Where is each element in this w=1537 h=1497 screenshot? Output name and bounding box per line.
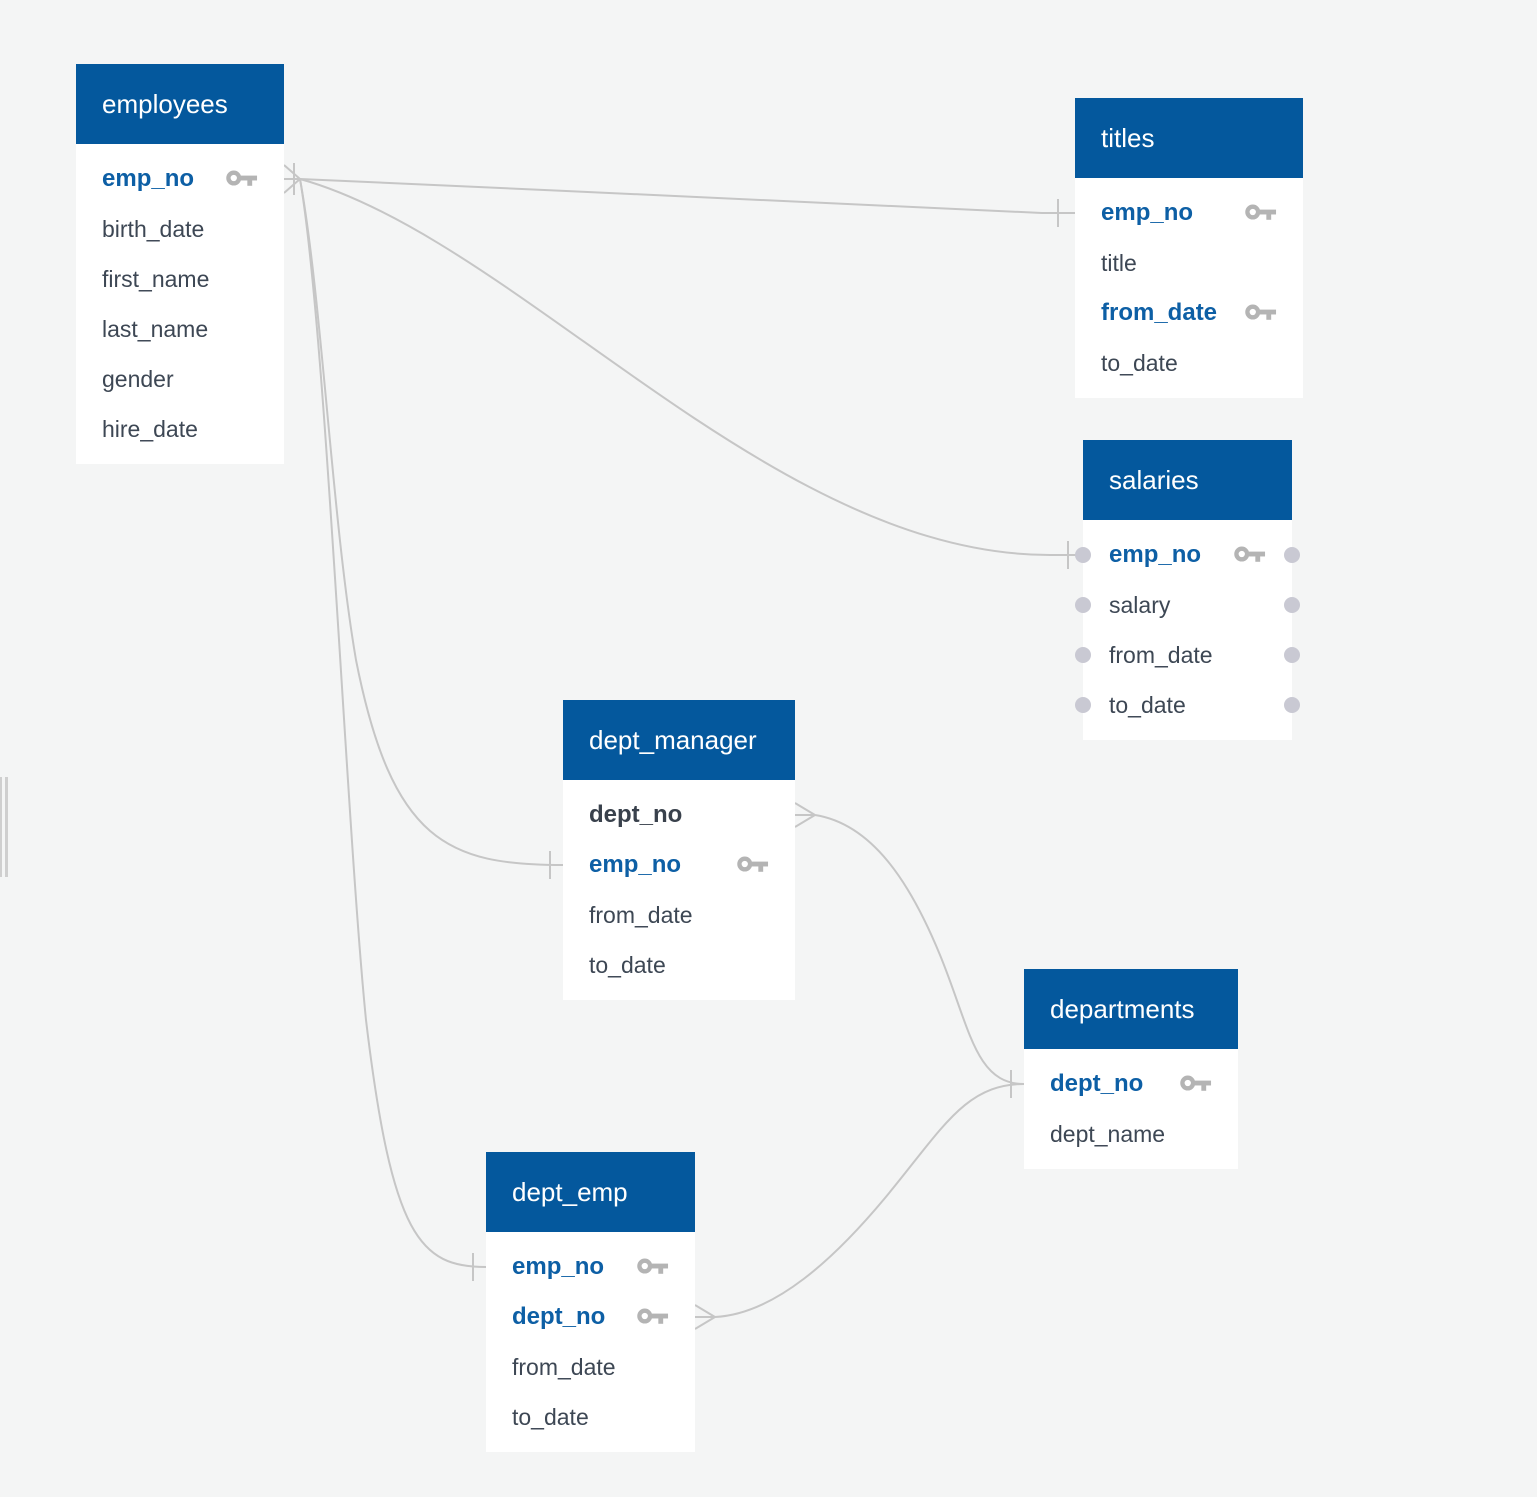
table-title: departments — [1050, 993, 1195, 1024]
table-dept-manager-header[interactable]: dept_manager — [563, 700, 795, 780]
connection-anchor-dot[interactable] — [1075, 697, 1091, 713]
column-salaries-from-date[interactable]: from_date — [1075, 630, 1300, 680]
column-dept-emp-dept-no[interactable]: dept_no — [486, 1292, 695, 1342]
table-titles-header[interactable]: titles — [1075, 98, 1303, 178]
table-title: titles — [1101, 122, 1155, 153]
column-employees-last-name[interactable]: last_name — [102, 315, 209, 342]
table-title: dept_emp — [512, 1176, 628, 1207]
primary-key-icon — [1245, 204, 1277, 220]
primary-key-icon — [1180, 1075, 1212, 1091]
column-employees-first-name[interactable]: first_name — [102, 265, 210, 292]
table-salaries-body: emp_no salary from_date to_da — [1075, 520, 1300, 740]
column-employees-birth-date[interactable]: birth_date — [102, 215, 205, 242]
column-employees-emp-no[interactable]: emp_no — [76, 154, 284, 204]
relationship-employees-titles[interactable] — [299, 178, 1075, 214]
primary-key-icon — [637, 1258, 669, 1274]
connection-anchor-dot[interactable] — [1075, 597, 1091, 613]
table-salaries-header[interactable]: salaries — [1083, 440, 1292, 520]
column-dept-emp-to-date[interactable]: to_date — [512, 1403, 589, 1430]
column-dept-manager-emp-no[interactable]: emp_no — [563, 840, 795, 890]
table-title: employees — [102, 88, 228, 119]
connection-anchor-dot[interactable] — [1075, 547, 1091, 563]
connection-anchor-dot[interactable] — [1284, 647, 1300, 663]
connection-anchor-dot[interactable] — [1284, 547, 1300, 563]
table-salaries[interactable]: salaries emp_no salary from_date — [1075, 440, 1300, 740]
primary-key-icon — [1245, 304, 1277, 320]
table-employees-header[interactable]: employees — [76, 64, 284, 144]
relationship-dept-manager-departments[interactable] — [814, 814, 1025, 1085]
relationship-employees-salaries[interactable] — [299, 178, 1083, 556]
crow-foot-dept-manager-dept-no — [794, 802, 816, 828]
primary-key-icon — [637, 1308, 669, 1324]
column-titles-emp-no[interactable]: emp_no — [1075, 188, 1303, 238]
table-title: salaries — [1109, 464, 1199, 495]
connection-anchor-dot[interactable] — [1075, 647, 1091, 663]
left-scrollbar-track[interactable] — [0, 777, 2, 877]
table-dept-emp-body: emp_no dept_no from_date to_date — [486, 1232, 695, 1452]
connection-anchor-dot[interactable] — [1284, 597, 1300, 613]
primary-key-icon — [226, 170, 258, 186]
column-dept-manager-from-date[interactable]: from_date — [589, 901, 693, 928]
relationship-employees-dept-manager[interactable] — [299, 178, 564, 866]
table-departments-body: dept_no dept_name — [1024, 1049, 1238, 1169]
column-salaries-to-date[interactable]: to_date — [1075, 680, 1300, 730]
column-employees-gender[interactable]: gender — [102, 365, 174, 392]
table-departments[interactable]: departments dept_no dept_name — [1024, 969, 1238, 1169]
table-employees-body: emp_no birth_date first_name last_name g… — [76, 144, 284, 464]
column-titles-title[interactable]: title — [1101, 249, 1137, 276]
table-dept-emp[interactable]: dept_emp emp_no dept_no from_ — [486, 1152, 695, 1452]
crow-foot-dept-emp-dept-no — [694, 1304, 716, 1330]
table-title: dept_manager — [589, 724, 757, 755]
crow-foot-employees-emp-no — [283, 163, 301, 195]
column-dept-emp-emp-no[interactable]: emp_no — [486, 1242, 695, 1292]
column-departments-dept-name[interactable]: dept_name — [1050, 1120, 1166, 1147]
column-dept-manager-dept-no[interactable]: dept_no — [589, 801, 683, 828]
relationship-dept-emp-departments[interactable] — [714, 1083, 1025, 1318]
column-dept-manager-to-date[interactable]: to_date — [589, 951, 666, 978]
column-salaries-salary[interactable]: salary — [1075, 580, 1300, 630]
relationship-employees-dept-emp[interactable] — [299, 178, 487, 1268]
table-dept-manager-body: dept_no emp_no from_date to_date — [563, 780, 795, 1000]
table-departments-header[interactable]: departments — [1024, 969, 1238, 1049]
connection-anchor-dot[interactable] — [1284, 697, 1300, 713]
table-titles[interactable]: titles emp_no title from_date — [1075, 98, 1303, 398]
column-dept-emp-from-date[interactable]: from_date — [512, 1353, 616, 1380]
primary-key-icon — [737, 856, 769, 872]
table-titles-body: emp_no title from_date to_date — [1075, 178, 1303, 398]
column-departments-dept-no[interactable]: dept_no — [1024, 1059, 1238, 1109]
table-dept-manager[interactable]: dept_manager dept_no emp_no from_date to… — [563, 700, 795, 1000]
column-titles-to-date[interactable]: to_date — [1101, 349, 1178, 376]
column-salaries-emp-no[interactable]: emp_no — [1075, 530, 1300, 580]
table-employees[interactable]: employees emp_no birth_date first_name l… — [76, 64, 284, 464]
column-titles-from-date[interactable]: from_date — [1075, 288, 1303, 338]
left-scrollbar-thumb[interactable] — [5, 777, 8, 877]
table-dept-emp-header[interactable]: dept_emp — [486, 1152, 695, 1232]
primary-key-icon — [1234, 546, 1266, 562]
column-employees-hire-date[interactable]: hire_date — [102, 415, 198, 442]
